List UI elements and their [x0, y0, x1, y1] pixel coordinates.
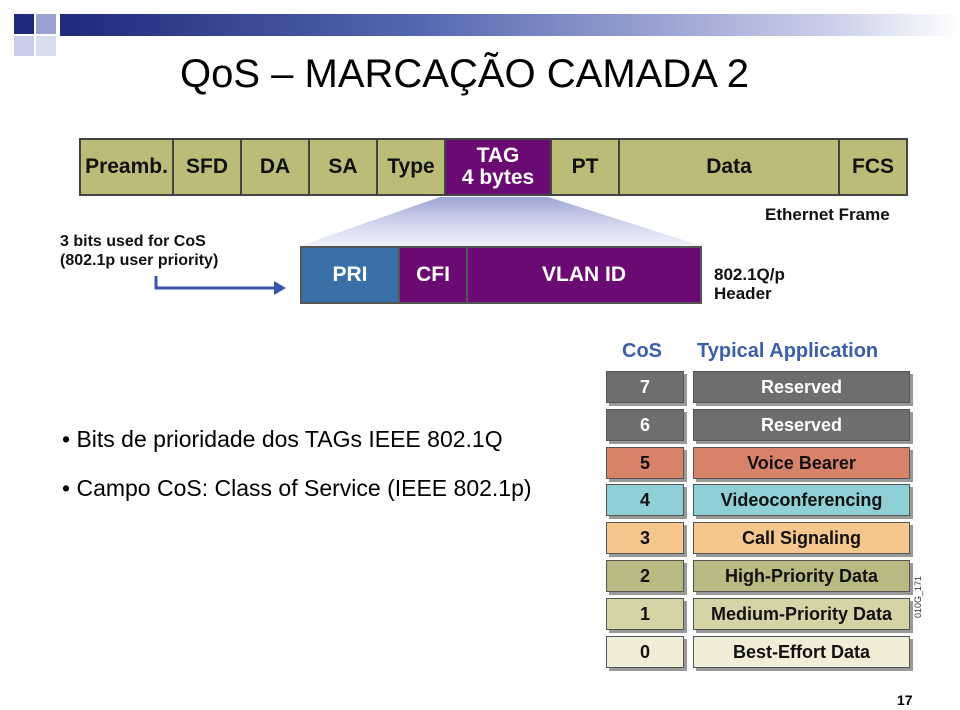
frame-field-preamble: Preamb. [79, 138, 172, 196]
dot1q-label-line2: Header [714, 284, 772, 303]
cos-value-cell: 0 [606, 636, 684, 668]
dot1q-header: PRI CFI VLAN ID [300, 246, 702, 304]
cos-value-cell: 3 [606, 522, 684, 554]
header-square [36, 14, 56, 34]
frame-field-sa: SA [308, 138, 376, 196]
cos-note-line2: (802.1p user priority) [60, 252, 219, 269]
figure-code: 010G_171 [913, 575, 923, 618]
header-bar [60, 14, 960, 36]
tag-label: TAG [476, 144, 520, 167]
header-square [14, 14, 34, 34]
cos-value-cell: 2 [606, 560, 684, 592]
cos-arrow-head [274, 281, 286, 295]
application-cell: Voice Bearer [693, 447, 910, 479]
dot1q-field-pri: PRI [300, 246, 400, 304]
application-column-header: Typical Application [697, 340, 879, 362]
tag-size: 4 bytes [461, 166, 535, 189]
dot1q-field-vlan-id: VLAN ID [468, 246, 702, 304]
cos-arrow [154, 276, 278, 290]
bullet-item: • Campo CoS: Class of Service (IEEE 802.… [62, 475, 532, 501]
frame-field-sfd: SFD [172, 138, 240, 196]
ethernet-frame-label: Ethernet Frame [765, 205, 890, 224]
header-square [14, 36, 34, 56]
header-square [36, 36, 56, 56]
cos-value-cell: 1 [606, 598, 684, 630]
cos-value-cell: 4 [606, 484, 684, 516]
cos-column-header: CoS [622, 340, 662, 362]
frame-field-tag: TAG 4 bytes [444, 138, 550, 196]
ethernet-frame: Preamb. SFD DA SA Type TAG 4 bytes PT Da… [79, 138, 908, 196]
tag-expansion-fan [300, 197, 702, 246]
application-cell: High-Priority Data [693, 560, 910, 592]
frame-field-data: Data [618, 138, 838, 196]
frame-field-da: DA [240, 138, 308, 196]
frame-field-pt: PT [550, 138, 618, 196]
frame-field-fcs: FCS [838, 138, 908, 196]
application-cell: Call Signaling [693, 522, 910, 554]
application-cell: Medium-Priority Data [693, 598, 910, 630]
frame-field-type: Type [376, 138, 444, 196]
bullet-item: • Bits de prioridade dos TAGs IEEE 802.1… [62, 426, 503, 452]
cos-note-line1: 3 bits used for CoS [60, 233, 206, 250]
application-cell: Reserved [693, 371, 910, 403]
cos-bits-note: 3 bits used for CoS (802.1p user priorit… [60, 232, 218, 270]
bullet-text: Campo CoS: Class of Service (IEEE 802.1p… [76, 475, 532, 501]
dot1q-header-label: 802.1Q/p Header [714, 265, 785, 303]
application-cell: Best-Effort Data [693, 636, 910, 668]
cos-value-cell: 6 [606, 409, 684, 441]
bullet-text: Bits de prioridade dos TAGs IEEE 802.1Q [76, 426, 503, 452]
dot1q-label-line1: 802.1Q/p [714, 265, 785, 284]
dot1q-field-cfi: CFI [400, 246, 468, 304]
cos-value-cell: 5 [606, 447, 684, 479]
application-cell: Videoconferencing [693, 484, 910, 516]
page-number: 17 [897, 692, 913, 708]
application-cell: Reserved [693, 409, 910, 441]
slide-title: QoS – MARCAÇÃO CAMADA 2 [180, 52, 750, 96]
cos-value-cell: 7 [606, 371, 684, 403]
